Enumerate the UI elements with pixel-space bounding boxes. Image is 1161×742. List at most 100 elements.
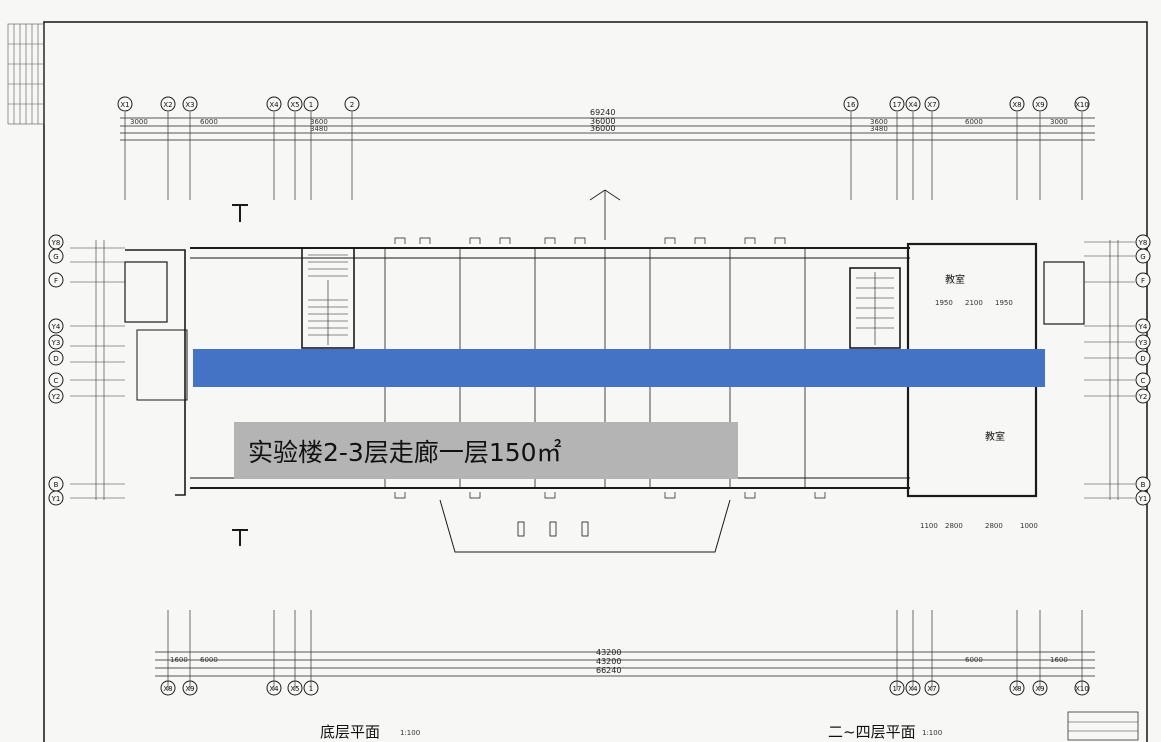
axis-bubble-label: Y4	[51, 323, 61, 331]
svg-text:6000: 6000	[965, 656, 983, 664]
axis-bubble	[117, 96, 133, 112]
svg-text:1600: 1600	[1050, 656, 1068, 664]
axis-bubble-label: X3	[185, 101, 194, 109]
axis-bubble-label: X9	[1035, 101, 1044, 109]
dim-bottom-total-2: 43200	[596, 657, 621, 666]
dim-top-sub-2: 36000	[590, 124, 615, 133]
axis-bubble	[48, 318, 64, 334]
axis-bubble	[1135, 350, 1151, 366]
svg-text:6000: 6000	[965, 118, 983, 126]
axis-bubble-label: Y8	[51, 239, 61, 247]
axis-bubble-label: G	[1140, 253, 1145, 261]
axis-bubble	[905, 96, 921, 112]
dim-top-total: 69240	[590, 108, 615, 117]
axis-bubble	[1135, 388, 1151, 404]
axis-bubble	[1074, 96, 1090, 112]
axis-bubble	[266, 96, 282, 112]
axis-bubble	[1135, 318, 1151, 334]
axis-bubble	[303, 96, 319, 112]
axis-bubble	[344, 96, 360, 112]
svg-text:1000: 1000	[1020, 522, 1038, 530]
axis-bubble-label: 1	[309, 101, 313, 109]
caption-box: 实验楼2-3层走廊一层150㎡	[234, 422, 738, 479]
axis-bubble-label: C	[1141, 377, 1146, 385]
axis-bubble-label: X1	[120, 101, 129, 109]
axis-bubble	[1135, 490, 1151, 506]
dim-bottom-total-1: 43200	[596, 648, 621, 657]
svg-text:1600: 1600	[170, 656, 188, 664]
axis-bubble-label: Y3	[1138, 339, 1148, 347]
axis-bubble	[287, 96, 303, 112]
axis-bubble-label: X8	[1012, 101, 1021, 109]
axis-bubble-label: B	[54, 481, 59, 489]
svg-text:2800: 2800	[945, 522, 963, 530]
axis-bubble-label: D	[1140, 355, 1145, 363]
axis-bubble-label: X10	[1075, 101, 1089, 109]
plan-label-upper: 二~四层平面	[828, 723, 916, 741]
axis-bubble-label: Y3	[51, 339, 61, 347]
caption-text: 实验楼2-3层走廊一层150㎡	[248, 437, 562, 467]
svg-text:2800: 2800	[985, 522, 1003, 530]
dim-bottom-total-3: 66240	[596, 666, 621, 675]
axis-bubble	[924, 96, 940, 112]
axis-bubble-label: F	[54, 277, 58, 285]
axis-bubble-label: Y2	[1138, 393, 1148, 401]
axis-bubble	[48, 372, 64, 388]
svg-text:1950: 1950	[935, 299, 953, 307]
axis-bubble	[889, 96, 905, 112]
plan-label-ground: 底层平面	[320, 723, 380, 741]
axis-bubble-label: X4	[269, 101, 279, 109]
svg-text:3480: 3480	[310, 125, 328, 133]
axis-bubble	[1032, 96, 1048, 112]
axis-bubble-label: X7	[927, 101, 936, 109]
dim-top-sub-1: 36000	[590, 117, 615, 126]
axis-bubble	[48, 272, 64, 288]
axis-bubble-label: X5	[290, 101, 299, 109]
axis-bubble	[160, 96, 176, 112]
title-block	[1067, 711, 1139, 741]
axis-bubble-label: Y2	[51, 393, 61, 401]
axis-bubble	[48, 350, 64, 366]
room-label-upper: 教室	[945, 273, 965, 286]
room-label-lower: 教室	[985, 430, 1005, 443]
axis-bubble	[48, 388, 64, 404]
top-axis-bubbles: X1 X2 X3 X4 X5 1 2 16 17 X4 X7 X8 X9 X10	[117, 96, 1090, 112]
axis-bubble	[182, 96, 198, 112]
axis-bubble-label: Y1	[51, 495, 61, 503]
svg-text:3480: 3480	[870, 125, 888, 133]
axis-bubble-label: 17	[893, 101, 902, 109]
axis-bubble-label: X2	[163, 101, 172, 109]
axis-bubble	[1135, 372, 1151, 388]
svg-text:2100: 2100	[965, 299, 983, 307]
svg-text:3000: 3000	[130, 118, 148, 126]
axis-bubble-label: G	[53, 253, 58, 261]
svg-text:3600: 3600	[310, 118, 328, 126]
svg-text:6000: 6000	[200, 656, 218, 664]
svg-text:1950: 1950	[995, 299, 1013, 307]
axis-bubble	[1135, 248, 1151, 264]
svg-text:3600: 3600	[870, 118, 888, 126]
axis-bubble-label: Y8	[1138, 239, 1148, 247]
axis-bubble	[48, 248, 64, 264]
svg-text:1:100: 1:100	[400, 729, 420, 737]
axis-bubble-label: F	[1141, 277, 1145, 285]
axis-bubble-label: Y4	[1138, 323, 1148, 331]
axis-bubble	[843, 96, 859, 112]
axis-bubble-label: D	[53, 355, 58, 363]
axis-bubble-label: Y1	[1138, 495, 1148, 503]
axis-bubble	[1009, 96, 1025, 112]
axis-bubble-label: 16	[847, 101, 856, 109]
svg-text:1100: 1100	[920, 522, 938, 530]
svg-text:1:100: 1:100	[922, 729, 942, 737]
axis-bubble	[1135, 334, 1151, 350]
axis-bubble	[1135, 272, 1151, 288]
axis-bubble	[48, 334, 64, 350]
svg-text:3000: 3000	[1050, 118, 1068, 126]
axis-bubble-label: B	[1141, 481, 1146, 489]
svg-text:6000: 6000	[200, 118, 218, 126]
corridor-highlight-bar	[193, 349, 1045, 387]
axis-bubble-label: X4	[908, 101, 918, 109]
axis-bubble-label: 2	[350, 101, 354, 109]
axis-bubble-label: C	[54, 377, 59, 385]
